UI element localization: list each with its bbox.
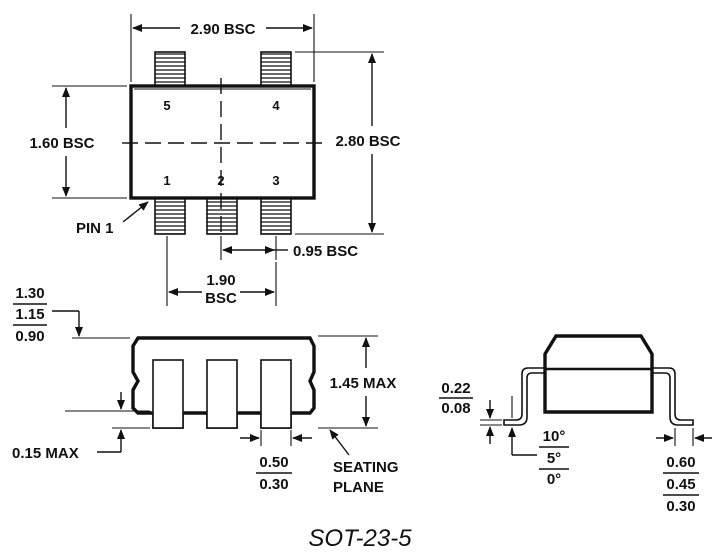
top-body <box>129 84 316 200</box>
dim-body-thickness: 1.45 MAX <box>330 375 397 392</box>
dim-overall-height: 2.80 BSC <box>335 133 400 150</box>
dim-foot-min: 0.30 <box>666 498 695 515</box>
dim-foot-max: 0.60 <box>666 454 695 471</box>
dim-height-nom: 1.15 <box>15 306 44 323</box>
dim-standoff: 0.15 MAX <box>12 445 79 462</box>
pin-number-3: 3 <box>272 173 279 188</box>
dim-height-min: 0.90 <box>15 328 44 345</box>
lead-bottom-3 <box>260 197 292 235</box>
dim-lead-thickness-min: 0.08 <box>441 400 470 417</box>
end-view: 0.22 0.08 10° 5° 0° 0.60 0.45 0.30 <box>439 334 712 515</box>
end-body <box>543 334 654 414</box>
lead-top-4 <box>260 51 292 87</box>
dim-body-height: 1.60 BSC <box>29 135 94 152</box>
pin1-label: PIN 1 <box>76 220 114 237</box>
dim-pin-span-suffix: BSC <box>205 290 237 307</box>
dim-lead-width-min: 0.30 <box>259 476 288 493</box>
pin-number-2: 2 <box>217 173 224 188</box>
seating-plane-line2: PLANE <box>333 479 384 496</box>
lead-top-5 <box>154 51 186 87</box>
dim-pin-span: 1.90 <box>206 272 235 289</box>
pin-number-4: 4 <box>272 98 280 113</box>
side-view: 1.30 1.15 0.90 1.45 MAX 0.15 MAX 0.50 0.… <box>12 285 399 496</box>
end-lead-right <box>651 367 694 426</box>
top-view: 5 4 1 2 3 2.90 BSC 1.60 BSC 2.80 BSC PIN… <box>29 14 401 307</box>
dim-width: 2.90 BSC <box>190 21 255 38</box>
pin-number-5: 5 <box>163 98 170 113</box>
dim-lead-width-max: 0.50 <box>259 454 288 471</box>
package-caption: SOT-23-5 <box>308 525 412 552</box>
pin-number-1: 1 <box>163 173 170 188</box>
dim-foot-nom: 0.45 <box>666 476 695 493</box>
dim-pitch: 0.95 BSC <box>293 243 358 260</box>
end-lead-left <box>503 367 546 426</box>
seating-plane-line1: SEATING <box>333 459 399 476</box>
dim-angle-nom: 5° <box>547 450 561 467</box>
dim-lead-thickness-max: 0.22 <box>441 380 470 397</box>
lead-bottom-2 <box>206 197 238 235</box>
dim-angle-min: 0° <box>547 471 561 488</box>
lead-bottom-1 <box>154 197 186 235</box>
dim-height-max: 1.30 <box>15 285 44 302</box>
dim-angle-max: 10° <box>543 428 566 445</box>
